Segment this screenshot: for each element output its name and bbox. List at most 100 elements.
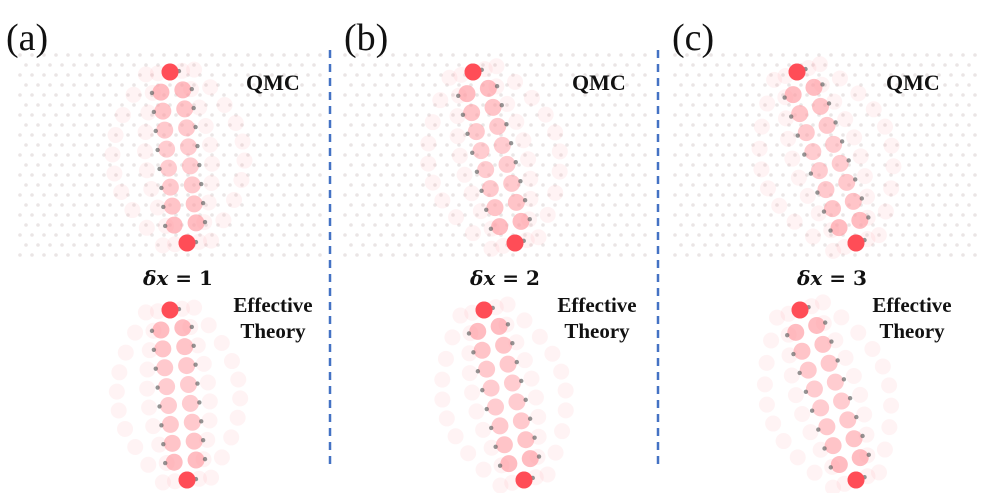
lattice-site bbox=[174, 81, 192, 99]
background-atom bbox=[643, 133, 647, 137]
background-atom bbox=[607, 173, 611, 177]
background-atom bbox=[853, 73, 857, 77]
background-atom bbox=[355, 233, 359, 237]
background-atom bbox=[96, 223, 100, 227]
edge-atom bbox=[202, 456, 208, 462]
background-atom bbox=[264, 223, 268, 227]
background-atom bbox=[775, 223, 779, 227]
background-atom bbox=[529, 163, 533, 167]
background-atom bbox=[931, 123, 935, 127]
background-atom bbox=[463, 173, 467, 177]
background-atom bbox=[559, 133, 563, 137]
background-atom bbox=[925, 213, 929, 217]
background-atom bbox=[391, 53, 395, 57]
background-atom bbox=[367, 133, 371, 137]
background-atom bbox=[421, 243, 425, 247]
halo-site bbox=[463, 185, 480, 202]
shift-value-c: 3 bbox=[853, 266, 867, 290]
background-atom bbox=[643, 113, 647, 117]
lattice-site bbox=[478, 360, 496, 378]
background-atom bbox=[583, 93, 587, 97]
background-atom bbox=[739, 83, 743, 87]
background-atom bbox=[835, 183, 839, 187]
background-atom bbox=[385, 63, 389, 67]
background-atom bbox=[24, 143, 28, 147]
background-atom bbox=[318, 153, 322, 157]
background-atom bbox=[583, 133, 587, 137]
lattice-site bbox=[467, 123, 485, 141]
background-atom bbox=[114, 133, 118, 137]
background-atom bbox=[481, 203, 485, 207]
background-atom bbox=[571, 173, 575, 177]
background-atom bbox=[252, 203, 256, 207]
background-atom bbox=[733, 173, 737, 177]
background-atom bbox=[391, 153, 395, 157]
background-atom bbox=[415, 93, 419, 97]
background-atom bbox=[84, 63, 88, 67]
background-atom bbox=[42, 253, 46, 257]
background-atom bbox=[691, 223, 695, 227]
panel-b-qmc-lattice bbox=[343, 53, 647, 257]
background-atom bbox=[445, 163, 449, 167]
site-ribbon bbox=[751, 56, 902, 259]
background-atom bbox=[439, 233, 443, 237]
lattice-site bbox=[808, 316, 826, 334]
background-atom bbox=[222, 213, 226, 217]
background-atom bbox=[30, 53, 34, 57]
background-atom bbox=[541, 123, 545, 127]
background-atom bbox=[42, 133, 46, 137]
halo-site bbox=[547, 444, 564, 461]
endpoint-site bbox=[506, 234, 524, 252]
background-atom bbox=[949, 93, 953, 97]
background-atom bbox=[763, 223, 767, 227]
background-atom bbox=[240, 143, 244, 147]
halo-site bbox=[434, 371, 451, 388]
background-atom bbox=[553, 223, 557, 227]
background-atom bbox=[877, 253, 881, 257]
halo-site bbox=[451, 147, 468, 164]
background-atom bbox=[48, 103, 52, 107]
background-atom bbox=[973, 73, 977, 77]
background-atom bbox=[757, 153, 761, 157]
edge-atom bbox=[841, 377, 847, 382]
background-atom bbox=[469, 203, 473, 207]
background-atom bbox=[240, 83, 244, 87]
halo-site bbox=[199, 374, 216, 391]
background-atom bbox=[132, 183, 136, 187]
halo-site bbox=[557, 382, 574, 399]
background-atom bbox=[511, 253, 515, 257]
background-atom bbox=[739, 63, 743, 67]
background-lattice bbox=[673, 53, 977, 257]
background-atom bbox=[445, 103, 449, 107]
background-atom bbox=[294, 253, 298, 257]
background-atom bbox=[739, 143, 743, 147]
halo-site bbox=[826, 93, 843, 110]
edge-atom bbox=[161, 204, 166, 210]
background-atom bbox=[355, 133, 359, 137]
background-atom bbox=[204, 143, 208, 147]
background-atom bbox=[361, 163, 365, 167]
background-atom bbox=[108, 243, 112, 247]
background-atom bbox=[829, 73, 833, 77]
background-atom bbox=[595, 213, 599, 217]
halo-site bbox=[756, 376, 773, 393]
background-atom bbox=[565, 223, 569, 227]
background-atom bbox=[445, 123, 449, 127]
edge-atom bbox=[153, 128, 158, 134]
background-atom bbox=[601, 163, 605, 167]
background-atom bbox=[613, 243, 617, 247]
background-atom bbox=[90, 193, 94, 197]
background-atom bbox=[210, 153, 214, 157]
background-atom bbox=[144, 83, 148, 87]
background-atom bbox=[907, 83, 911, 87]
lattice-site bbox=[183, 176, 201, 194]
background-atom bbox=[829, 53, 833, 57]
background-atom bbox=[18, 173, 22, 177]
background-atom bbox=[367, 73, 371, 77]
background-atom bbox=[967, 123, 971, 127]
halo-site bbox=[141, 399, 158, 416]
background-atom bbox=[174, 153, 178, 157]
background-atom bbox=[925, 253, 929, 257]
background-atom bbox=[96, 143, 100, 147]
halo-site bbox=[215, 212, 232, 229]
